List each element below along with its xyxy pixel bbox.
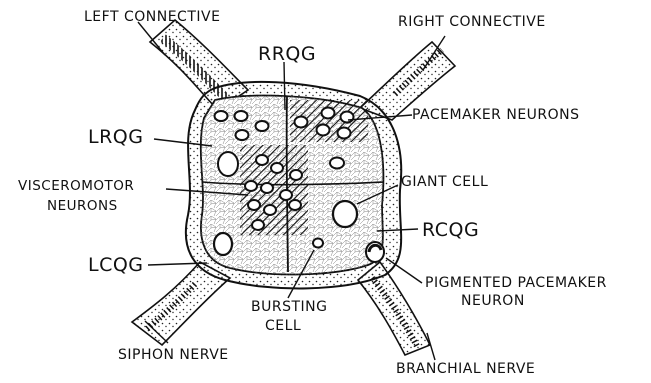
pigmented-pacemaker-neuron (366, 242, 384, 262)
label-right-connective: RIGHT CONNECTIVE (398, 14, 546, 30)
label-left-connective: LEFT CONNECTIVE (84, 9, 220, 25)
label-pacemaker-neurons: PACEMAKER NEURONS (412, 107, 580, 123)
label-pigmented-line1: PIGMENTED PACEMAKER (425, 275, 607, 291)
label-bursting-line1: BURSTING (251, 299, 327, 315)
label-siphon-nerve: SIPHON NERVE (118, 347, 229, 363)
giant-cell (333, 201, 357, 227)
label-lrqg: LRQG (88, 126, 143, 148)
label-branchial-nerve: BRANCHIAL NERVE (396, 361, 535, 377)
label-visceromotor-line1: VISCEROMOTOR (18, 178, 134, 194)
label-pigmented-line2: NEURON (461, 293, 525, 309)
label-rrqg: RRQG (258, 43, 316, 65)
label-visceromotor-line2: NEURONS (47, 198, 118, 214)
label-lcqg: LCQG (88, 254, 144, 276)
leader-rrqg (284, 62, 285, 110)
label-giant-cell: GIANT CELL (401, 174, 488, 190)
label-bursting-line2: CELL (265, 318, 301, 334)
lcqg-neuron (214, 233, 232, 255)
label-rcqg: RCQG (422, 219, 479, 241)
bursting-cell (313, 239, 323, 248)
